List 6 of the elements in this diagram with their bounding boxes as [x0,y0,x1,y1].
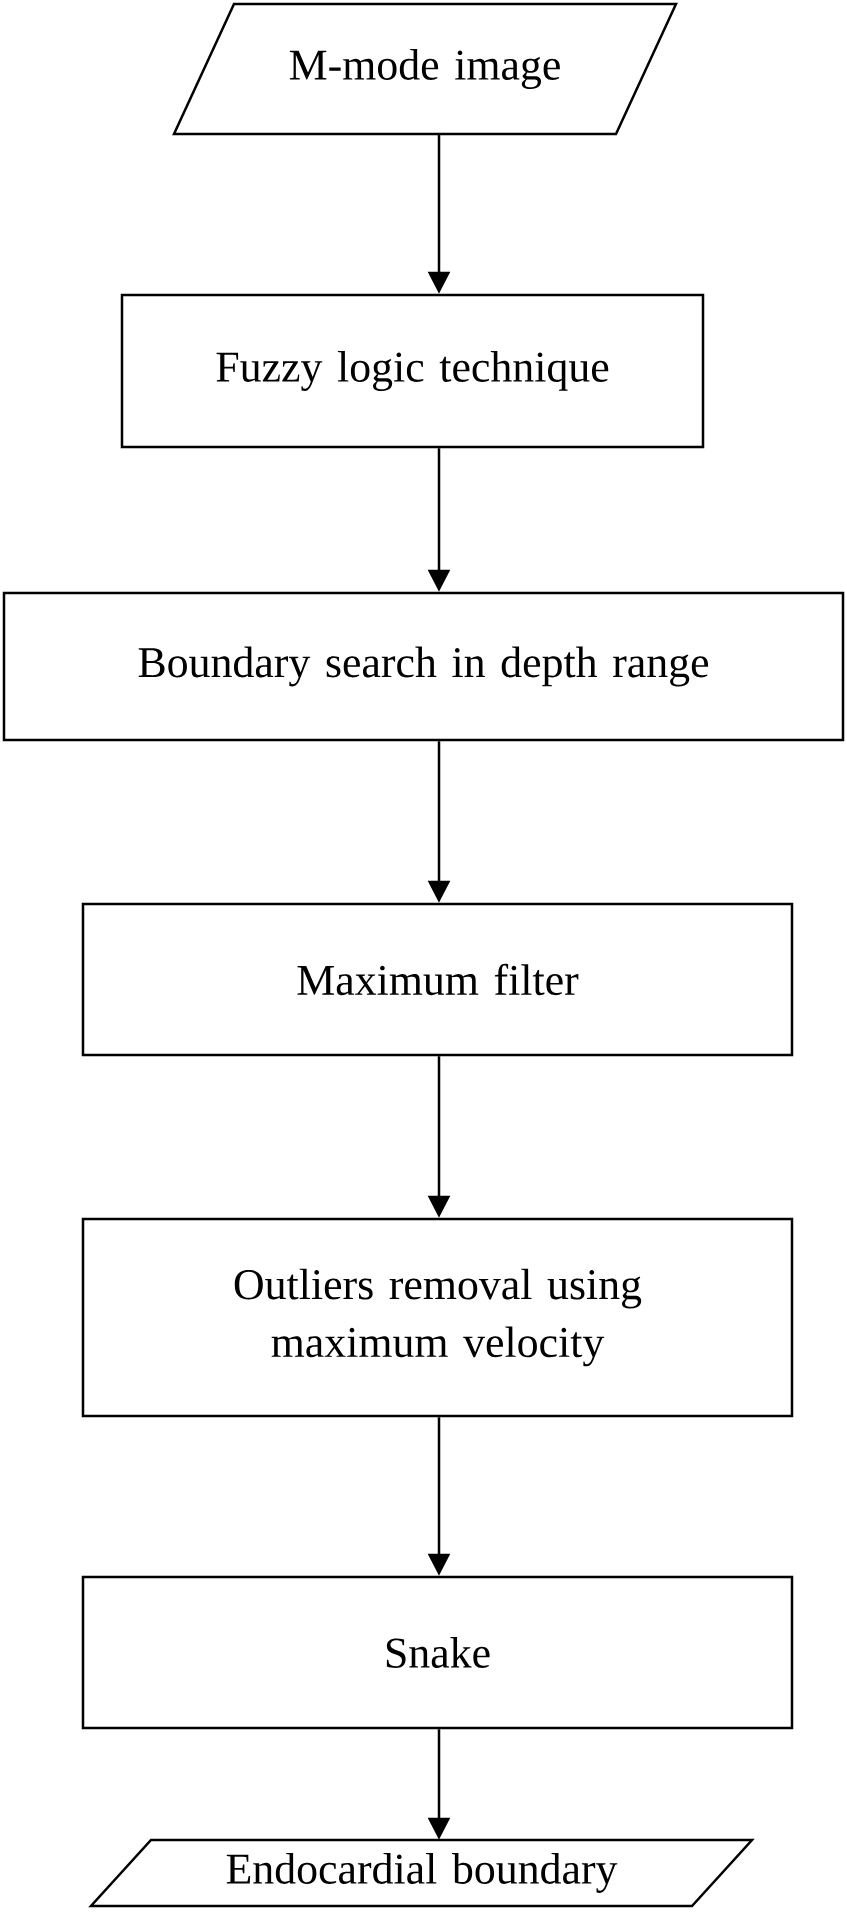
process-box: Outliers removal using maximum velocity [81,1217,794,1418]
input-output-parallelogram: M-mode image [172,2,678,136]
process-box: Snake [81,1575,794,1730]
process-box: Fuzzy logic technique [120,293,705,449]
process-box: Maximum filter [81,902,794,1057]
process-box: Boundary search in depth range [2,591,845,742]
